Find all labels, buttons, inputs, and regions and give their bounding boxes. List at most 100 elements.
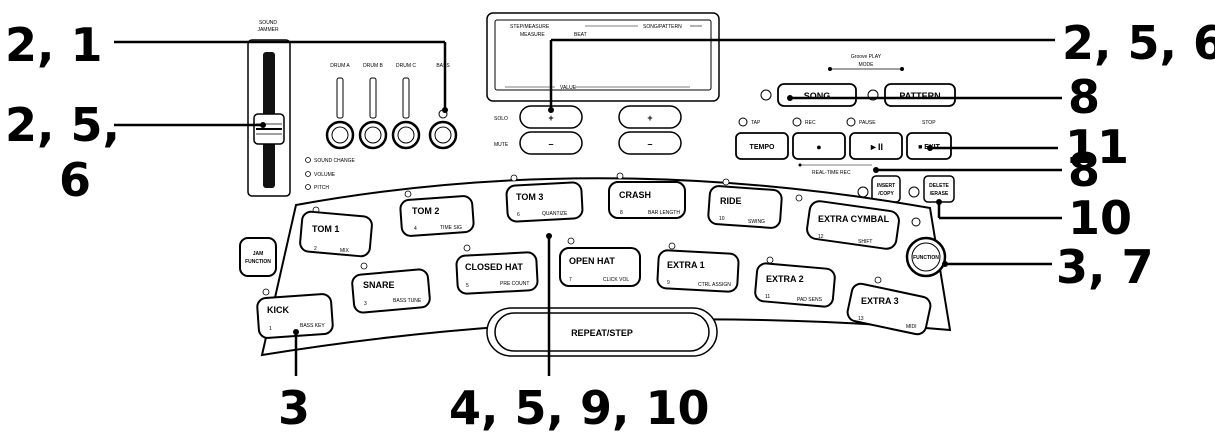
pad-snare-label: SNARE: [363, 280, 395, 290]
pad-closed-hat[interactable]: CLOSED HAT 5 PRE COUNT: [455, 244, 539, 295]
tempo-button-label: TEMPO: [750, 144, 775, 151]
callout-3: 3: [278, 381, 310, 435]
tap-label: TAP: [751, 120, 761, 126]
pad-extra-2-sub: PAD SENS: [797, 297, 823, 303]
groove-mode-label: MODE: [859, 62, 875, 68]
value-left-minus-symbol: –: [548, 139, 553, 149]
pad-ride-sub: SWING: [748, 219, 765, 225]
value-right-plus-symbol: +: [647, 113, 652, 123]
pad-closed-hat-number: 5: [466, 283, 469, 289]
pad-closed-hat-sub: PRE COUNT: [500, 281, 529, 287]
pad-tom-3-sub: QUANTIZE: [542, 211, 568, 217]
delete-erase-button[interactable]: [923, 175, 955, 203]
leader-dots: [260, 95, 948, 335]
insert-led: [857, 186, 869, 198]
sound-jammer-label-line1: SOUND: [259, 20, 277, 26]
pad-extra-1-label: EXTRA 1: [667, 260, 705, 270]
drum-c-label: DRUM C: [396, 63, 416, 69]
delete-led: [908, 186, 920, 198]
pad-kick-sub: BASS KEY: [300, 323, 325, 329]
pad-closed-hat-label: CLOSED HAT: [465, 262, 523, 272]
pitch-label: PITCH: [314, 185, 329, 191]
song-led: [760, 89, 772, 101]
mute-label: MUTE: [494, 142, 509, 148]
pad-extra-3[interactable]: EXTRA 3 13 MIDI: [846, 276, 932, 336]
callout-2-5: 2, 5,: [5, 98, 120, 152]
leader-lines: [114, 38, 1062, 376]
pad-extra-cymbal-sub: SHIFT: [858, 239, 872, 245]
pad-tom-2-number: 4: [414, 226, 417, 232]
insert-copy-button[interactable]: [871, 175, 901, 203]
solo-label: SOLO: [494, 116, 508, 122]
pad-extra-2[interactable]: EXTRA 2 11 PAD SENS: [754, 256, 836, 308]
pad-extra-2-label: EXTRA 2: [766, 274, 804, 284]
bass-control[interactable]: BASS: [428, 63, 458, 150]
song-pattern-label: SONG/PATTERN: [643, 24, 682, 30]
pad-snare-sub: BASS TUNE: [393, 298, 422, 304]
tempo-button[interactable]: [735, 132, 789, 160]
pad-tom-1[interactable]: TOM 1 2 MIX: [299, 206, 373, 258]
drum-a-label: DRUM A: [330, 63, 350, 69]
measure-label: MEASURE: [520, 32, 545, 38]
play-pause-symbol: ►II: [869, 142, 883, 152]
groove-play-label: Groove PLAY: [851, 54, 882, 60]
pad-open-hat-number: 7: [569, 277, 572, 283]
pad-ride[interactable]: RIDE 10 SWING: [707, 178, 783, 229]
callout-10: 10: [1068, 191, 1132, 245]
pad-snare[interactable]: SNARE 3 BASS TUNE: [351, 262, 431, 314]
pad-extra-cymbal[interactable]: EXTRA CYMBAL 12 SHIFT: [795, 194, 900, 250]
rec-symbol: ●: [816, 142, 821, 152]
play-pause-button[interactable]: [849, 132, 903, 160]
callout-4-5-9-10: 4, 5, 9, 10: [449, 381, 710, 435]
pad-tom-2[interactable]: TOM 2 4 TIME SIG: [399, 190, 475, 237]
drum-a-control[interactable]: DRUM A: [325, 63, 355, 150]
value-left-minus-button[interactable]: [519, 131, 583, 155]
lcd-display: [494, 19, 712, 91]
pad-tom-3[interactable]: TOM 3 6 QUANTIZE: [505, 174, 584, 223]
value-label: VALUE: [560, 85, 577, 91]
copy-label: /COPY: [878, 191, 894, 197]
pitch-led: [305, 184, 311, 190]
stop-label: STOP: [922, 120, 936, 126]
delete-label: DELETE: [929, 183, 949, 189]
pad-kick[interactable]: KICK 1 BASS KEY: [256, 288, 334, 339]
callout-2-5-6: 2, 5, 6: [1062, 16, 1215, 70]
tap-led: [738, 117, 748, 127]
pad-extra-1-sub: CTRL ASSIGN: [698, 282, 731, 288]
pad-crash-number: 8: [620, 210, 623, 216]
function-label: FUNCTION: [913, 255, 939, 261]
value-right-minus-button[interactable]: [618, 131, 682, 155]
pad-extra-cymbal-label: EXTRA CYMBAL: [818, 214, 890, 224]
pad-extra-3-label: EXTRA 3: [861, 296, 899, 306]
pad-open-hat[interactable]: OPEN HAT 7 CLICK VOL: [559, 237, 641, 287]
drum-c-control[interactable]: DRUM C: [391, 63, 421, 150]
song-button[interactable]: [777, 83, 857, 107]
drum-b-control[interactable]: DRUM B: [358, 63, 388, 150]
jam-label: JAM: [253, 251, 264, 257]
realtime-rec-label: REAL-TIME REC: [812, 170, 851, 176]
pause-led: [846, 117, 856, 127]
pad-ride-number: 10: [719, 216, 725, 222]
pad-tom-1-sub: MIX: [340, 248, 350, 254]
pattern-button[interactable]: [884, 83, 956, 107]
pad-kick-number: 1: [269, 326, 272, 332]
pad-extra-1[interactable]: EXTRA 1 9 CTRL ASSIGN: [656, 242, 740, 293]
pad-crash[interactable]: CRASH 8 BAR LENGTH: [608, 172, 686, 219]
drum-b-label: DRUM B: [363, 63, 383, 69]
function-led: [911, 217, 921, 227]
pad-tom-2-sub: TIME SIG: [440, 225, 462, 231]
song-button-label: SONG: [804, 91, 831, 101]
volume-led: [305, 171, 311, 177]
rec-button[interactable]: [792, 132, 846, 160]
value-right-plus-button[interactable]: [618, 105, 682, 129]
pad-kick-label: KICK: [267, 305, 289, 315]
callout-6: 6: [59, 153, 91, 207]
jam-function-button[interactable]: [239, 237, 277, 277]
pad-crash-label: CRASH: [619, 190, 651, 200]
pad-extra-1-number: 9: [667, 280, 670, 286]
value-left-plus-symbol: +: [548, 113, 553, 123]
bass-label: BASS: [436, 63, 450, 69]
pad-tom-3-number: 6: [517, 212, 520, 218]
pattern-button-label: PATTERN: [899, 91, 940, 101]
